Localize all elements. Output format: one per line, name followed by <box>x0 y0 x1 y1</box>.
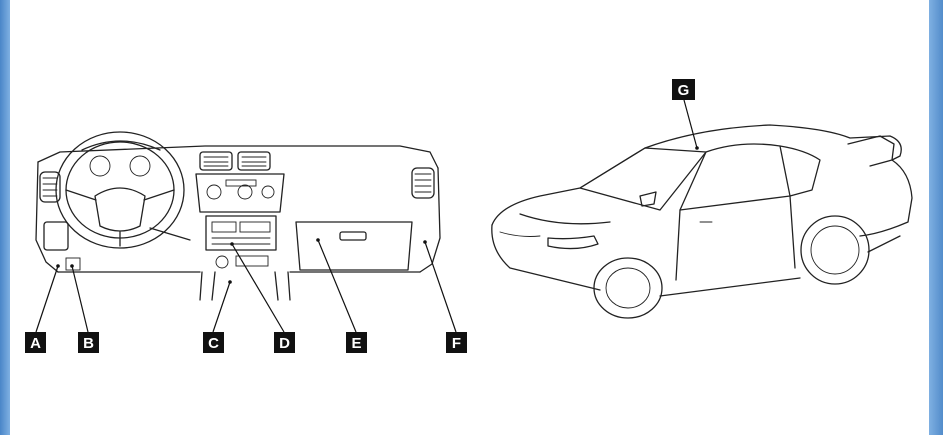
leader-line-c <box>212 281 231 333</box>
callout-label-a: A <box>30 335 41 352</box>
leader-dot-f <box>423 240 427 244</box>
leader-line-e <box>317 239 357 333</box>
callout-g: G <box>672 79 695 100</box>
leader-line-g <box>683 99 698 149</box>
callout-c: C <box>203 332 224 353</box>
leader-dot-b <box>70 264 74 268</box>
callout-f: F <box>446 332 467 353</box>
leader-dot-e <box>316 238 320 242</box>
callout-label-e: E <box>351 335 361 352</box>
leader-dot-d <box>230 242 234 246</box>
window-frame-right <box>929 0 949 435</box>
callout-label-f: F <box>452 335 461 352</box>
leader-line-b <box>71 265 89 333</box>
leader-line-d <box>231 243 285 333</box>
leader-lines <box>35 99 699 333</box>
callout-label-b: B <box>83 335 94 352</box>
callout-label-g: G <box>678 82 690 99</box>
dashboard-illustration <box>35 131 441 301</box>
callout-label-c: C <box>208 335 219 352</box>
leader-line-f <box>424 241 457 333</box>
leader-dot-c <box>228 280 232 284</box>
car-illustration <box>491 124 913 319</box>
callout-d: D <box>274 332 295 353</box>
leader-dot-g <box>695 146 699 150</box>
callout-e: E <box>346 332 367 353</box>
callout-a: A <box>25 332 46 353</box>
leader-line-a <box>35 265 59 333</box>
callout-label-d: D <box>279 335 290 352</box>
callout-b: B <box>78 332 99 353</box>
leader-dot-a <box>56 264 60 268</box>
window-frame-left <box>0 0 10 435</box>
